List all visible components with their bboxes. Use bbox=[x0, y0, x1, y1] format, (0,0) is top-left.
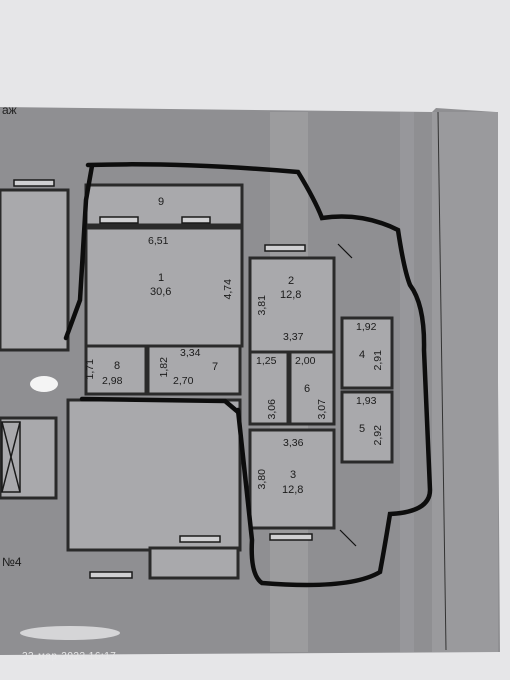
room-4-depth: 2,91 bbox=[371, 350, 384, 371]
small-left-dim: 1,82 bbox=[157, 357, 170, 378]
room-4-number: 4 bbox=[359, 349, 366, 361]
room-5 bbox=[340, 390, 394, 464]
right-margin-strip bbox=[432, 112, 498, 652]
room-6 bbox=[288, 350, 336, 426]
lower-apartment bbox=[66, 398, 242, 552]
apartment-outline bbox=[85, 162, 433, 588]
room-2-number: 2 bbox=[288, 275, 295, 287]
room-8-depth: 1,71 bbox=[83, 359, 96, 380]
left-block bbox=[0, 188, 70, 352]
room-7 bbox=[146, 344, 242, 396]
header-label: аж bbox=[2, 103, 17, 117]
room-2-depth: 3,81 bbox=[255, 295, 268, 316]
bottom-room bbox=[148, 546, 240, 580]
margin-line bbox=[437, 111, 447, 651]
room-6-width: 2,00 bbox=[295, 355, 316, 367]
window bbox=[99, 216, 139, 224]
room-3-width: 3,36 bbox=[283, 437, 304, 449]
room-8-width: 2,98 bbox=[102, 375, 123, 387]
room-7-number: 7 bbox=[212, 361, 219, 373]
room-4 bbox=[340, 316, 394, 390]
room-1-depth: 4,74 bbox=[221, 279, 234, 300]
elevator-x bbox=[1, 421, 21, 493]
room-small bbox=[248, 350, 290, 426]
window bbox=[89, 571, 133, 579]
windows bbox=[13, 179, 313, 579]
window bbox=[181, 216, 211, 224]
room-1-area: 30,6 bbox=[150, 286, 172, 298]
room-3-area: 12,8 bbox=[282, 484, 304, 496]
room-4-width: 1,92 bbox=[356, 321, 377, 333]
light-streak bbox=[400, 112, 414, 652]
window bbox=[13, 179, 55, 187]
room-2-area: 12,8 bbox=[280, 289, 302, 301]
room-6-depth: 3,07 bbox=[315, 399, 328, 420]
bottom-white-mark bbox=[20, 626, 120, 640]
room-3-depth: 3,80 bbox=[255, 469, 268, 490]
room-8-number: 8 bbox=[114, 360, 121, 372]
elevator bbox=[1, 421, 21, 493]
room-7-width: 3,34 bbox=[180, 347, 201, 359]
window bbox=[179, 535, 221, 543]
window bbox=[269, 533, 313, 541]
small-top-dim: 1,25 bbox=[256, 355, 277, 367]
white-mark bbox=[30, 376, 58, 392]
room-6-number: 6 bbox=[304, 383, 311, 395]
room-5-depth: 2,92 bbox=[371, 425, 384, 446]
photo-timestamp: 23-мар-2023 16:17 bbox=[22, 651, 117, 662]
room-2-width: 3,37 bbox=[283, 331, 304, 343]
room-1-number: 1 bbox=[158, 272, 165, 284]
small-side-dim: 3,06 bbox=[265, 399, 278, 420]
plan-number: №4 bbox=[2, 555, 22, 569]
room-3-number: 3 bbox=[290, 469, 297, 481]
outline-inner bbox=[79, 396, 241, 415]
room-3 bbox=[248, 428, 336, 530]
dim-ticks bbox=[337, 243, 357, 547]
room-5-number: 5 bbox=[359, 423, 366, 435]
room-5-width: 1,93 bbox=[356, 395, 377, 407]
room-1-width: 6,51 bbox=[148, 235, 169, 247]
elevator-shaft bbox=[1, 421, 21, 493]
window bbox=[264, 244, 306, 252]
left-lower-block bbox=[0, 416, 58, 500]
outline-left bbox=[63, 163, 95, 341]
room-7-depth: 2,70 bbox=[173, 375, 194, 387]
room-8 bbox=[84, 344, 148, 396]
room-9-number: 9 bbox=[158, 196, 165, 208]
